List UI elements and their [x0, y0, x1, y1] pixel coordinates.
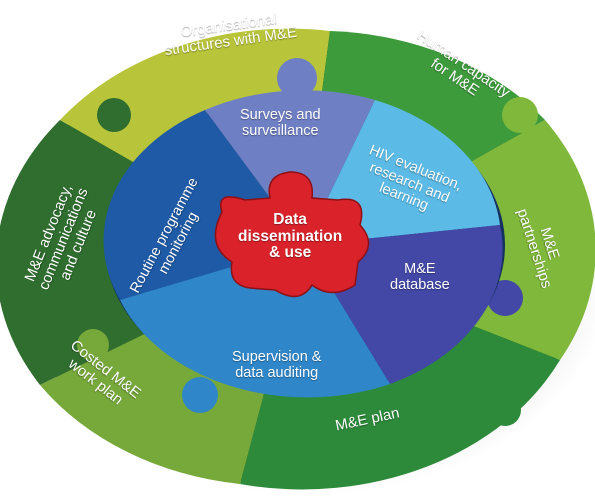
label-supervision: Supervision &data auditing [232, 349, 322, 381]
knob [182, 377, 218, 413]
knob [277, 58, 317, 98]
inner-piece-surveys [205, 90, 375, 245]
center-piece [214, 171, 370, 298]
knob [502, 97, 538, 133]
knob [489, 394, 521, 426]
knob [97, 98, 131, 132]
knob [77, 329, 109, 361]
